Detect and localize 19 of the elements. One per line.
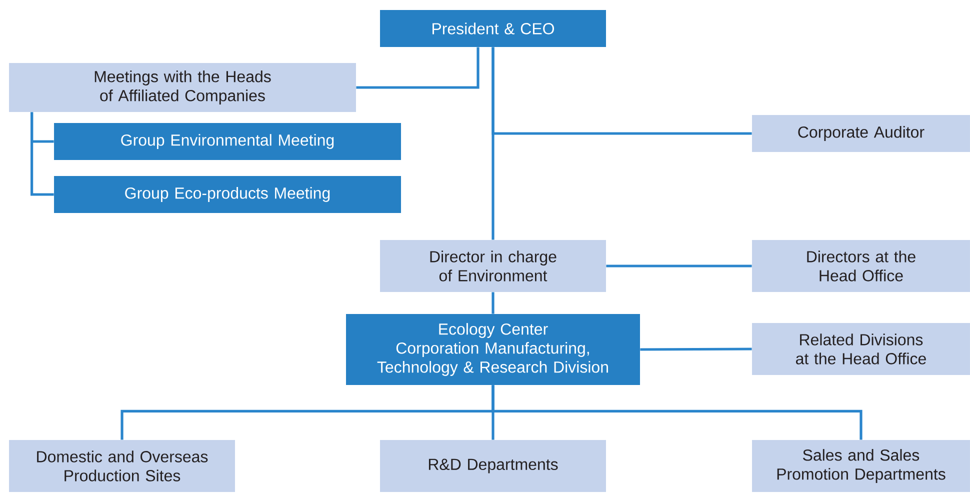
org-box: R&D Departments	[380, 440, 606, 492]
org-box: Directors at the Head Office	[752, 240, 970, 292]
org-box: Director in charge of Environment	[380, 240, 606, 292]
org-box: Related Divisions at the Head Office	[752, 323, 970, 375]
org-box: Meetings with the Heads of Affiliated Companies	[9, 63, 356, 112]
connector-line	[492, 385, 862, 440]
connector-line	[606, 264, 752, 268]
org-box: Corporate Auditor	[752, 115, 970, 152]
org-box: Sales and Sales Promotion Departments	[752, 440, 970, 492]
connector-line	[492, 47, 494, 240]
connector-line	[30, 112, 54, 196]
connector-line	[356, 47, 480, 89]
org-box: Domestic and Overseas Production Sites	[9, 440, 235, 492]
org-box: President & CEO	[380, 10, 606, 47]
connector-line	[640, 348, 752, 351]
org-box: Group Eco-products Meeting	[54, 176, 401, 213]
connector-line	[492, 292, 494, 314]
org-box: Group Environmental Meeting	[54, 123, 401, 160]
org-box: Ecology Center Corporation Manufacturing, Technology & Research Division	[346, 314, 640, 385]
